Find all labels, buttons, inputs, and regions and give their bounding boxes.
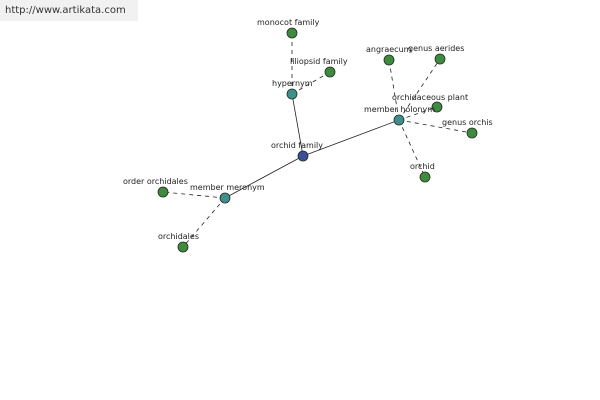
node-angraecum[interactable]: [383, 54, 395, 66]
edge-member-meronym-to-orchidales: [182, 197, 226, 248]
node-orchidales[interactable]: [177, 241, 189, 253]
node-genus-aerides[interactable]: [434, 53, 446, 65]
node-label-member-meronym[interactable]: member meronym: [190, 183, 265, 192]
node-label-orchidales[interactable]: orchidales: [158, 232, 199, 241]
site-url-banner[interactable]: http://www.artikata.com: [0, 0, 138, 21]
node-orchid-family[interactable]: [297, 150, 309, 162]
node-label-order-orchidales[interactable]: order orchidales: [123, 177, 188, 186]
edge-orchid-family-to-hypernym: [291, 93, 304, 157]
node-label-orchidaceous-plant[interactable]: orchidaceous plant: [392, 93, 468, 102]
node-member-holonym[interactable]: [393, 114, 405, 126]
node-label-liliopsid-family[interactable]: liliopsid family: [290, 57, 348, 66]
node-label-orchid[interactable]: orchid: [410, 162, 435, 171]
node-genus-orchis[interactable]: [466, 127, 478, 139]
node-monocot-family[interactable]: [286, 27, 298, 39]
node-orchid[interactable]: [419, 171, 431, 183]
node-liliopsid-family[interactable]: [324, 66, 336, 78]
node-label-angraecum[interactable]: angraecum: [366, 45, 412, 54]
edge-member-holonym-to-orchid: [398, 119, 426, 178]
edge-member-holonym-to-orchidaceous-plant: [398, 106, 438, 121]
node-label-genus-aerides[interactable]: genus aerides: [408, 44, 464, 53]
node-label-orchid-family[interactable]: orchid family: [271, 141, 323, 150]
node-hypernym[interactable]: [286, 88, 298, 100]
edge-member-meronym-to-order-orchidales: [162, 191, 226, 199]
edge-member-holonym-to-angraecum: [388, 59, 400, 121]
nodes-layer: [157, 27, 478, 253]
labels-layer: orchid family hypernym member holonym membe…: [123, 18, 493, 241]
edge-orchid-family-to-member-holonym: [302, 119, 400, 157]
node-label-monocot-family[interactable]: monocot family: [257, 18, 320, 27]
node-label-genus-orchis[interactable]: genus orchis: [442, 118, 493, 127]
node-orchidaceous-plant[interactable]: [431, 101, 443, 113]
node-label-hypernym[interactable]: hypernym: [272, 79, 313, 88]
node-member-meronym[interactable]: [219, 192, 231, 204]
edges-layer: [162, 33, 473, 248]
edge-orchid-family-to-member-meronym: [224, 155, 304, 199]
node-order-orchidales[interactable]: [157, 186, 169, 198]
node-label-member-holonym[interactable]: member holonym: [364, 105, 435, 114]
